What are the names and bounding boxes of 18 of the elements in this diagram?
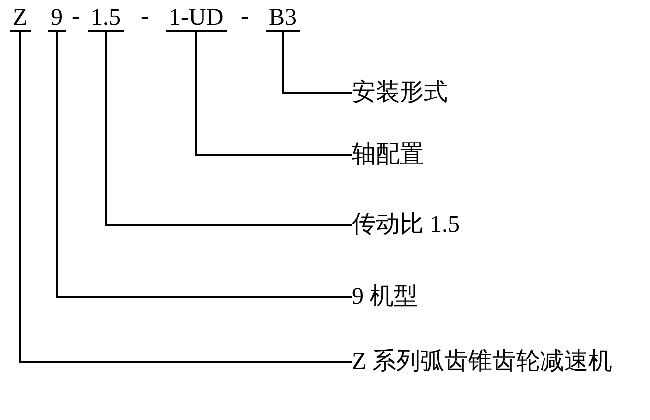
leader-line xyxy=(105,32,352,226)
code-segment: Z xyxy=(10,6,31,32)
separator-dash: - xyxy=(241,5,249,29)
code-segment: 1.5 xyxy=(88,6,124,32)
description-text: Z 系列弧齿锥齿轮减速机 xyxy=(352,348,613,376)
code-segment: 1-UD xyxy=(166,6,227,32)
leader-line xyxy=(19,32,352,363)
code-segment: B3 xyxy=(266,6,300,32)
leader-line xyxy=(56,32,352,298)
leader-line xyxy=(195,32,352,156)
description-text: 安装形式 xyxy=(352,79,448,107)
separator-dash: - xyxy=(72,5,80,29)
description-text: 传动比 1.5 xyxy=(352,211,460,239)
code-segment: 9 xyxy=(48,6,66,32)
separator-dash: - xyxy=(141,5,149,29)
leader-line xyxy=(282,32,352,94)
description-text: 9 机型 xyxy=(352,283,418,311)
description-text: 轴配置 xyxy=(352,141,424,169)
